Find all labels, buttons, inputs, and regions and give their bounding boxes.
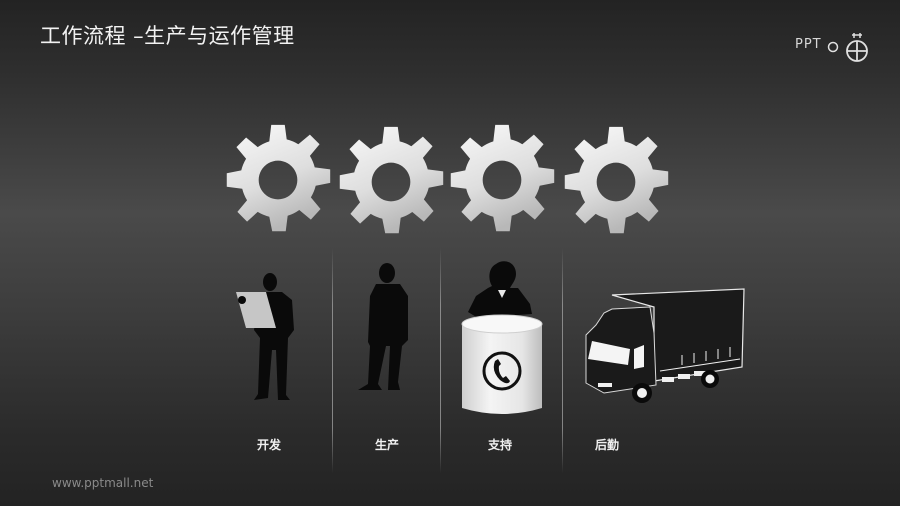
stage-divider (562, 248, 563, 473)
stage-label-production: 生产 (374, 438, 399, 452)
gear-icon (558, 124, 674, 240)
stage-support (458, 258, 548, 422)
stage-divider (440, 248, 441, 473)
gear-icon (333, 124, 449, 240)
stage-label-support: 支持 (487, 438, 512, 452)
delivery-truck-icon (585, 288, 745, 403)
support-desk-phone-icon (461, 261, 543, 414)
logo-mark-icon (827, 33, 868, 62)
stage-divider (332, 248, 333, 473)
stage-production (354, 262, 414, 401)
stage-label-development: 开发 (256, 438, 281, 452)
gear-icon (444, 122, 560, 238)
man-reading-document-icon (236, 273, 294, 400)
stage-development (232, 270, 302, 409)
slide-title: 工作流程 –生产与运作管理 (40, 24, 295, 48)
footer-url: www.pptmall.net (52, 476, 154, 490)
gear-icon (220, 122, 336, 238)
stage-label-logistics: 后勤 (594, 438, 619, 452)
pptmall-logo: PPT (795, 32, 875, 66)
logo-text: PPT (795, 37, 822, 52)
man-standing-icon (358, 263, 408, 390)
stage-logistics (582, 285, 750, 414)
